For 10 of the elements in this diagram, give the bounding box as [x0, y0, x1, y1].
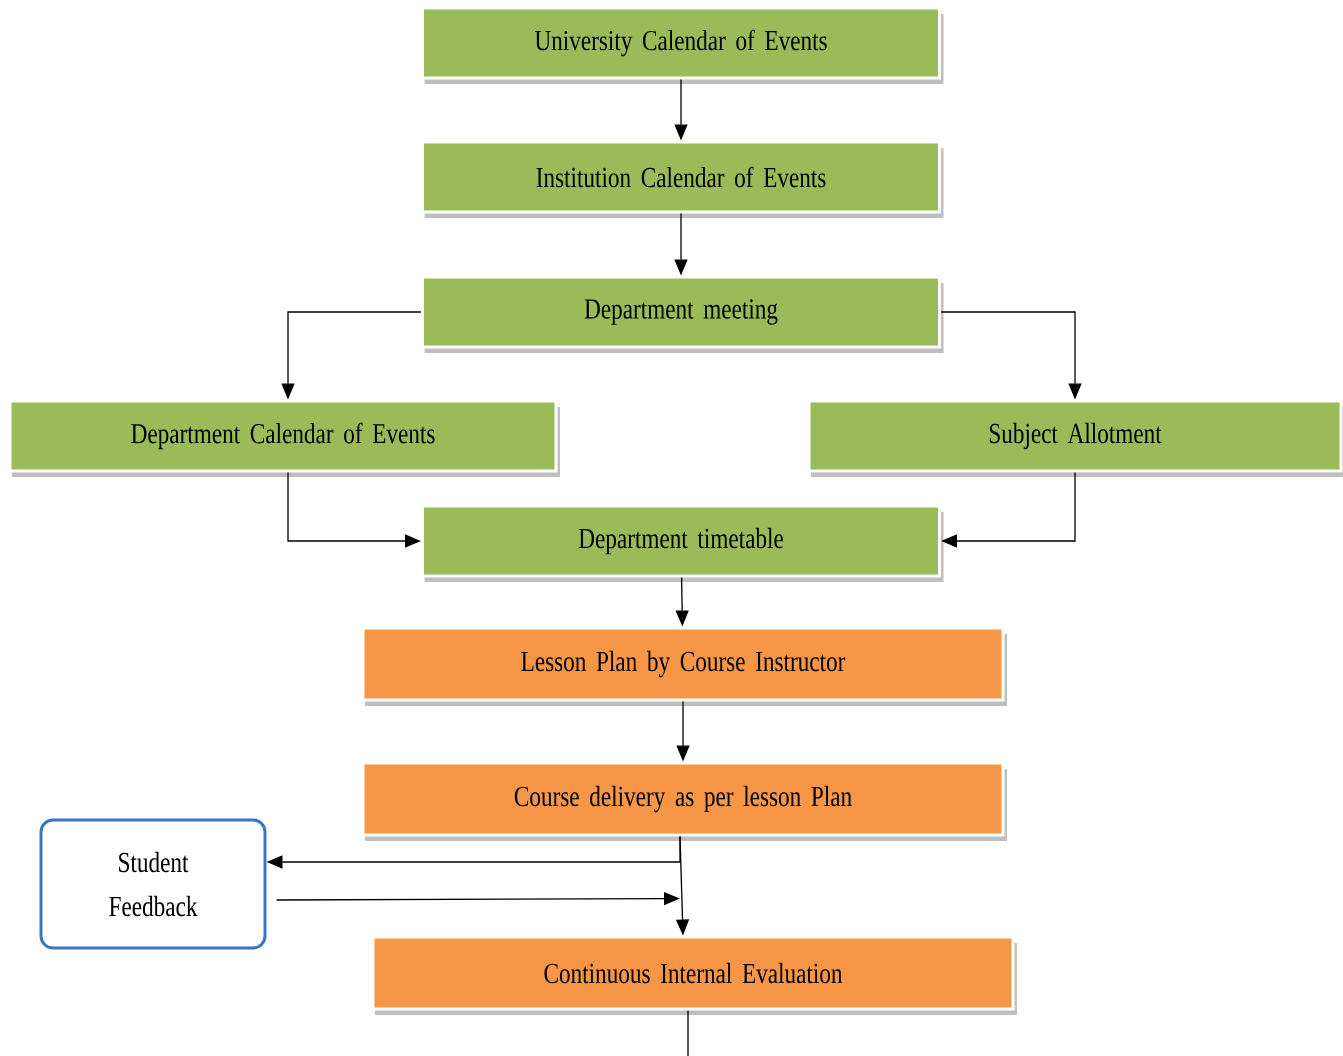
process-box: Institution Calendar of Events — [421, 140, 944, 218]
process-box: Continuous Internal Evaluation — [371, 935, 1017, 1015]
process-box: Department Calendar of Events — [8, 399, 560, 477]
process-box: Department timetable — [421, 504, 944, 582]
process-box: Department meeting — [421, 275, 944, 353]
feedback-box: Student Feedback — [39, 818, 267, 950]
process-box: University Calendar of Events — [421, 6, 944, 84]
process-box: Lesson Plan by Course Instructor — [361, 626, 1007, 706]
process-box: Course delivery as per lesson Plan — [361, 761, 1007, 841]
process-box: Subject Allotment — [807, 399, 1343, 477]
